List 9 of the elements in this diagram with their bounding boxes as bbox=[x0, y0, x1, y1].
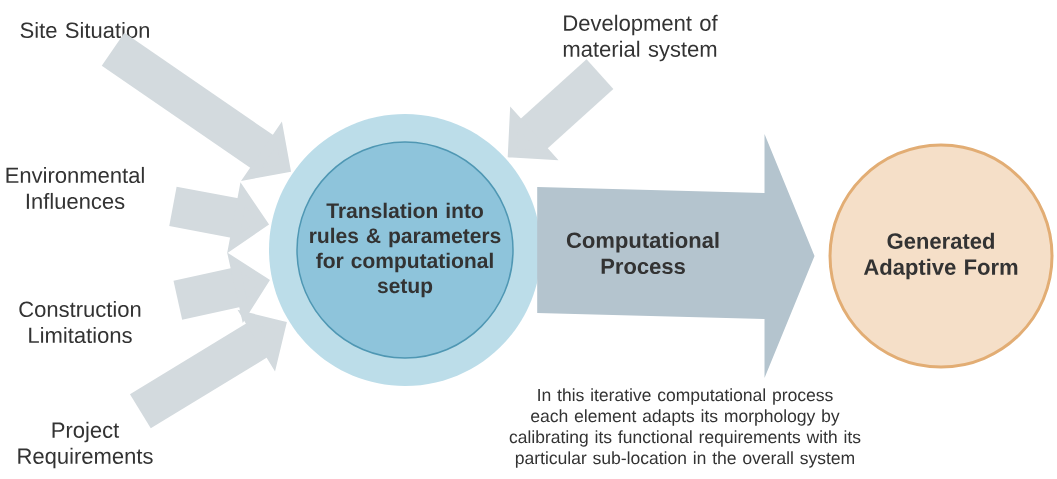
input-label: Site Situation bbox=[20, 21, 149, 39]
arrow bbox=[507, 59, 614, 161]
input-label: Construction Limitations bbox=[19, 300, 141, 344]
edge-label: Computational Process bbox=[566, 231, 719, 275]
caption-text: In this iterative computational process each element adapts its morphology by calibrating its functional requirements with its particular sub-location in the overall system bbox=[509, 388, 861, 468]
input-label: Environmental Influences bbox=[6, 166, 144, 210]
input-label: Development of material system bbox=[563, 14, 718, 62]
process-arrow bbox=[537, 134, 815, 378]
input-label: Project Requirements bbox=[18, 421, 153, 469]
